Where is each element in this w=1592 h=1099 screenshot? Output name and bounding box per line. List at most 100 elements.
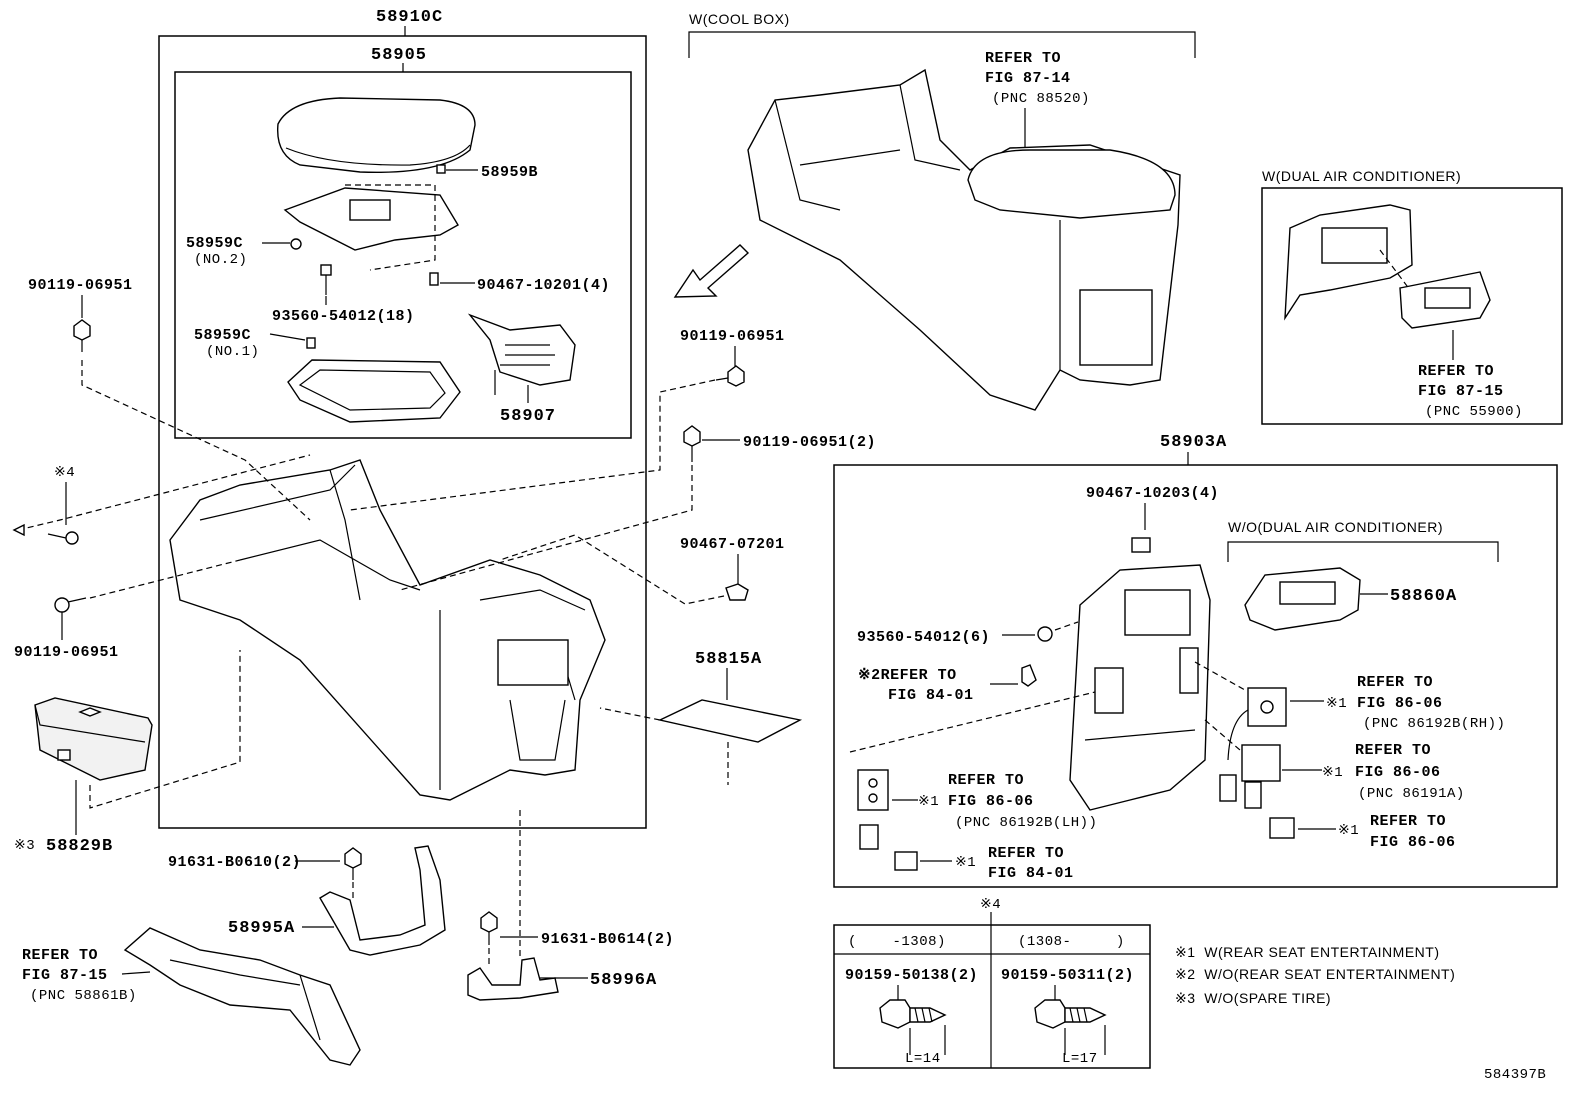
part-label-58996A[interactable]: 58996A [590,971,657,990]
label-no2: (NO.2) [194,252,247,268]
refer-fig-86-06-m1d[interactable]: FIG 86-06 [1370,834,1456,851]
refer-to-m1d[interactable]: REFER TO [1370,813,1446,830]
refer-to-87-15-b[interactable]: REFER TO [1418,363,1494,380]
refer-to-m1e[interactable]: REFER TO [988,845,1064,862]
refer-pnc-55900: (PNC 55900) [1425,404,1523,420]
clip-m1d-drawing [1269,817,1295,839]
clip-58959B-drawing [436,164,446,174]
marker-3: ※3 [14,838,35,854]
refer-fig-86-06-m1c[interactable]: FIG 86-06 [948,793,1034,810]
screw-4-left-drawing [47,531,79,545]
part-label-90467-10203[interactable]: 90467-10203(4) [1086,485,1219,502]
marker-4-table: ※4 [980,897,1001,913]
bracket-58995A-drawing [319,845,446,956]
refer-fig-87-15-a[interactable]: FIG 87-15 [22,967,108,984]
bolt-91631-B0614-drawing [480,911,498,945]
refer-fig-87-15-b[interactable]: FIG 87-15 [1418,383,1504,400]
refer-fig-87-14[interactable]: FIG 87-14 [985,70,1071,87]
bolt-90119-top-left-drawing [73,319,91,352]
console-tray-drawing [287,359,461,423]
bolt-l17-drawing [1034,999,1107,1055]
refer-to-m1a[interactable]: REFER TO [1357,674,1433,691]
header-w-dual-ac: W(DUAL AIR CONDITIONER) [1262,168,1461,184]
refer-to-87-14[interactable]: REFER TO [985,50,1061,67]
clip-m1e-drawing [894,851,918,871]
part-label-58995A[interactable]: 58995A [228,919,295,938]
header-wo-dual-ac: W/O(DUAL AIR CONDITIONER) [1228,519,1443,535]
clip-m2-drawing [1021,664,1037,687]
console-box-58910C-drawing [169,459,606,801]
marker-m1e: ※1 [955,855,976,871]
refer-fig-86-06-m1a[interactable]: FIG 86-06 [1357,695,1443,712]
part-label-58829B[interactable]: 58829B [46,837,113,856]
clip-58959C-no2-drawing [290,238,302,250]
length-l17: L=17 [1062,1051,1098,1067]
legend-1: ※1 W(REAR SEAT ENTERTAINMENT) [1175,944,1440,960]
part-label-58860A[interactable]: 58860A [1390,587,1457,606]
part-label-91631-B0614[interactable]: 91631-B0614(2) [541,931,674,948]
refer-fig-84-01-m1e[interactable]: FIG 84-01 [988,865,1074,882]
refer-to-m1b[interactable]: REFER TO [1355,742,1431,759]
part-label-90119-06951-c[interactable]: 90119-06951 [680,328,785,345]
refer-pnc-86192B-lh: (PNC 86192B(LH)) [955,815,1097,831]
header-w-cool-box: W(COOL BOX) [689,11,790,27]
part-label-91631-B0610[interactable]: 91631-B0610(2) [168,854,301,871]
table-header-before-1308: ( -1308) [848,934,946,950]
clip-90467-07201-drawing [725,583,749,601]
label-no1: (NO.1) [206,344,259,360]
armrest-lid-drawing [276,97,476,174]
part-label-58907[interactable]: 58907 [500,407,556,426]
refer-fig-86-06-m1b[interactable]: FIG 86-06 [1355,764,1441,781]
refer-to-m1c[interactable]: REFER TO [948,772,1024,789]
part-label-58910C[interactable]: 58910C [376,8,443,27]
legend-3: ※3 W/O(SPARE TIRE) [1175,990,1331,1006]
part-label-90467-07201[interactable]: 90467-07201 [680,536,785,553]
refer-pnc-58861B: (PNC 58861B) [30,988,137,1004]
bolt-90119-center-drawing [715,365,745,387]
marker-m1c: ※1 [918,794,939,810]
part-label-93560-54012-18[interactable]: 93560-54012(18) [272,308,415,325]
figure-id: 584397B [1484,1067,1546,1083]
part-label-58815A[interactable]: 58815A [695,650,762,669]
direction-arrow-icon [673,244,750,298]
part-label-58903A[interactable]: 58903A [1160,433,1227,452]
clip-58959C-no1-drawing [306,337,316,349]
part-label-58959B[interactable]: 58959B [481,164,538,181]
part-label-93560-54012-6[interactable]: 93560-54012(6) [857,629,990,646]
part-label-90119-06951-2[interactable]: 90119-06951(2) [743,434,876,451]
part-label-58959C-no1[interactable]: 58959C [194,327,251,344]
part-label-58959C-no2[interactable]: 58959C [186,235,243,252]
marker-m1a: ※1 [1326,696,1347,712]
part-label-90119-06951-b[interactable]: 90119-06951 [14,644,119,661]
bolt-l14-drawing [879,999,947,1055]
refer-fig-84-01-m2[interactable]: FIG 84-01 [888,687,974,704]
assembly-58910C-box [158,35,647,829]
length-l14: L=14 [905,1051,941,1067]
mat-58815A-drawing [657,699,803,743]
console-with-cool-box-drawing [747,68,1181,411]
arrow-left-icon [12,523,25,537]
refer-to-87-15-a[interactable]: REFER TO [22,947,98,964]
screw-93560-6-drawing [1037,626,1053,642]
rear-console-panel-drawing [1069,564,1211,811]
vent-58860A-drawing [1244,567,1361,631]
dual-ac-vent-drawing [1284,204,1491,329]
part-label-58905[interactable]: 58905 [371,46,427,65]
marker-m1d: ※1 [1338,823,1359,839]
bracket-58996A-drawing [467,957,559,1001]
switch-86191A-drawing [1241,744,1281,809]
clip-90467-10203-drawing [1131,537,1151,553]
refer-pnc-88520: (PNC 88520) [992,91,1090,107]
bolt-90119-2-drawing [683,425,701,462]
bolt-90119-lower-left-drawing [54,597,87,613]
assembly-58903A-box [833,464,1558,888]
part-label-90119-06951-a[interactable]: 90119-06951 [28,277,133,294]
dual-ac-box [1261,187,1563,425]
refer-to-m2[interactable]: ※2REFER TO [858,667,957,684]
part-label-90467-10201[interactable]: 90467-10201(4) [477,277,610,294]
part-label-90159-50138[interactable]: 90159-50138(2) [845,967,978,984]
clip-90467-10201-drawing [429,272,439,286]
switch-rh-drawing [1219,687,1287,802]
part-label-90159-50311[interactable]: 90159-50311(2) [1001,967,1134,984]
